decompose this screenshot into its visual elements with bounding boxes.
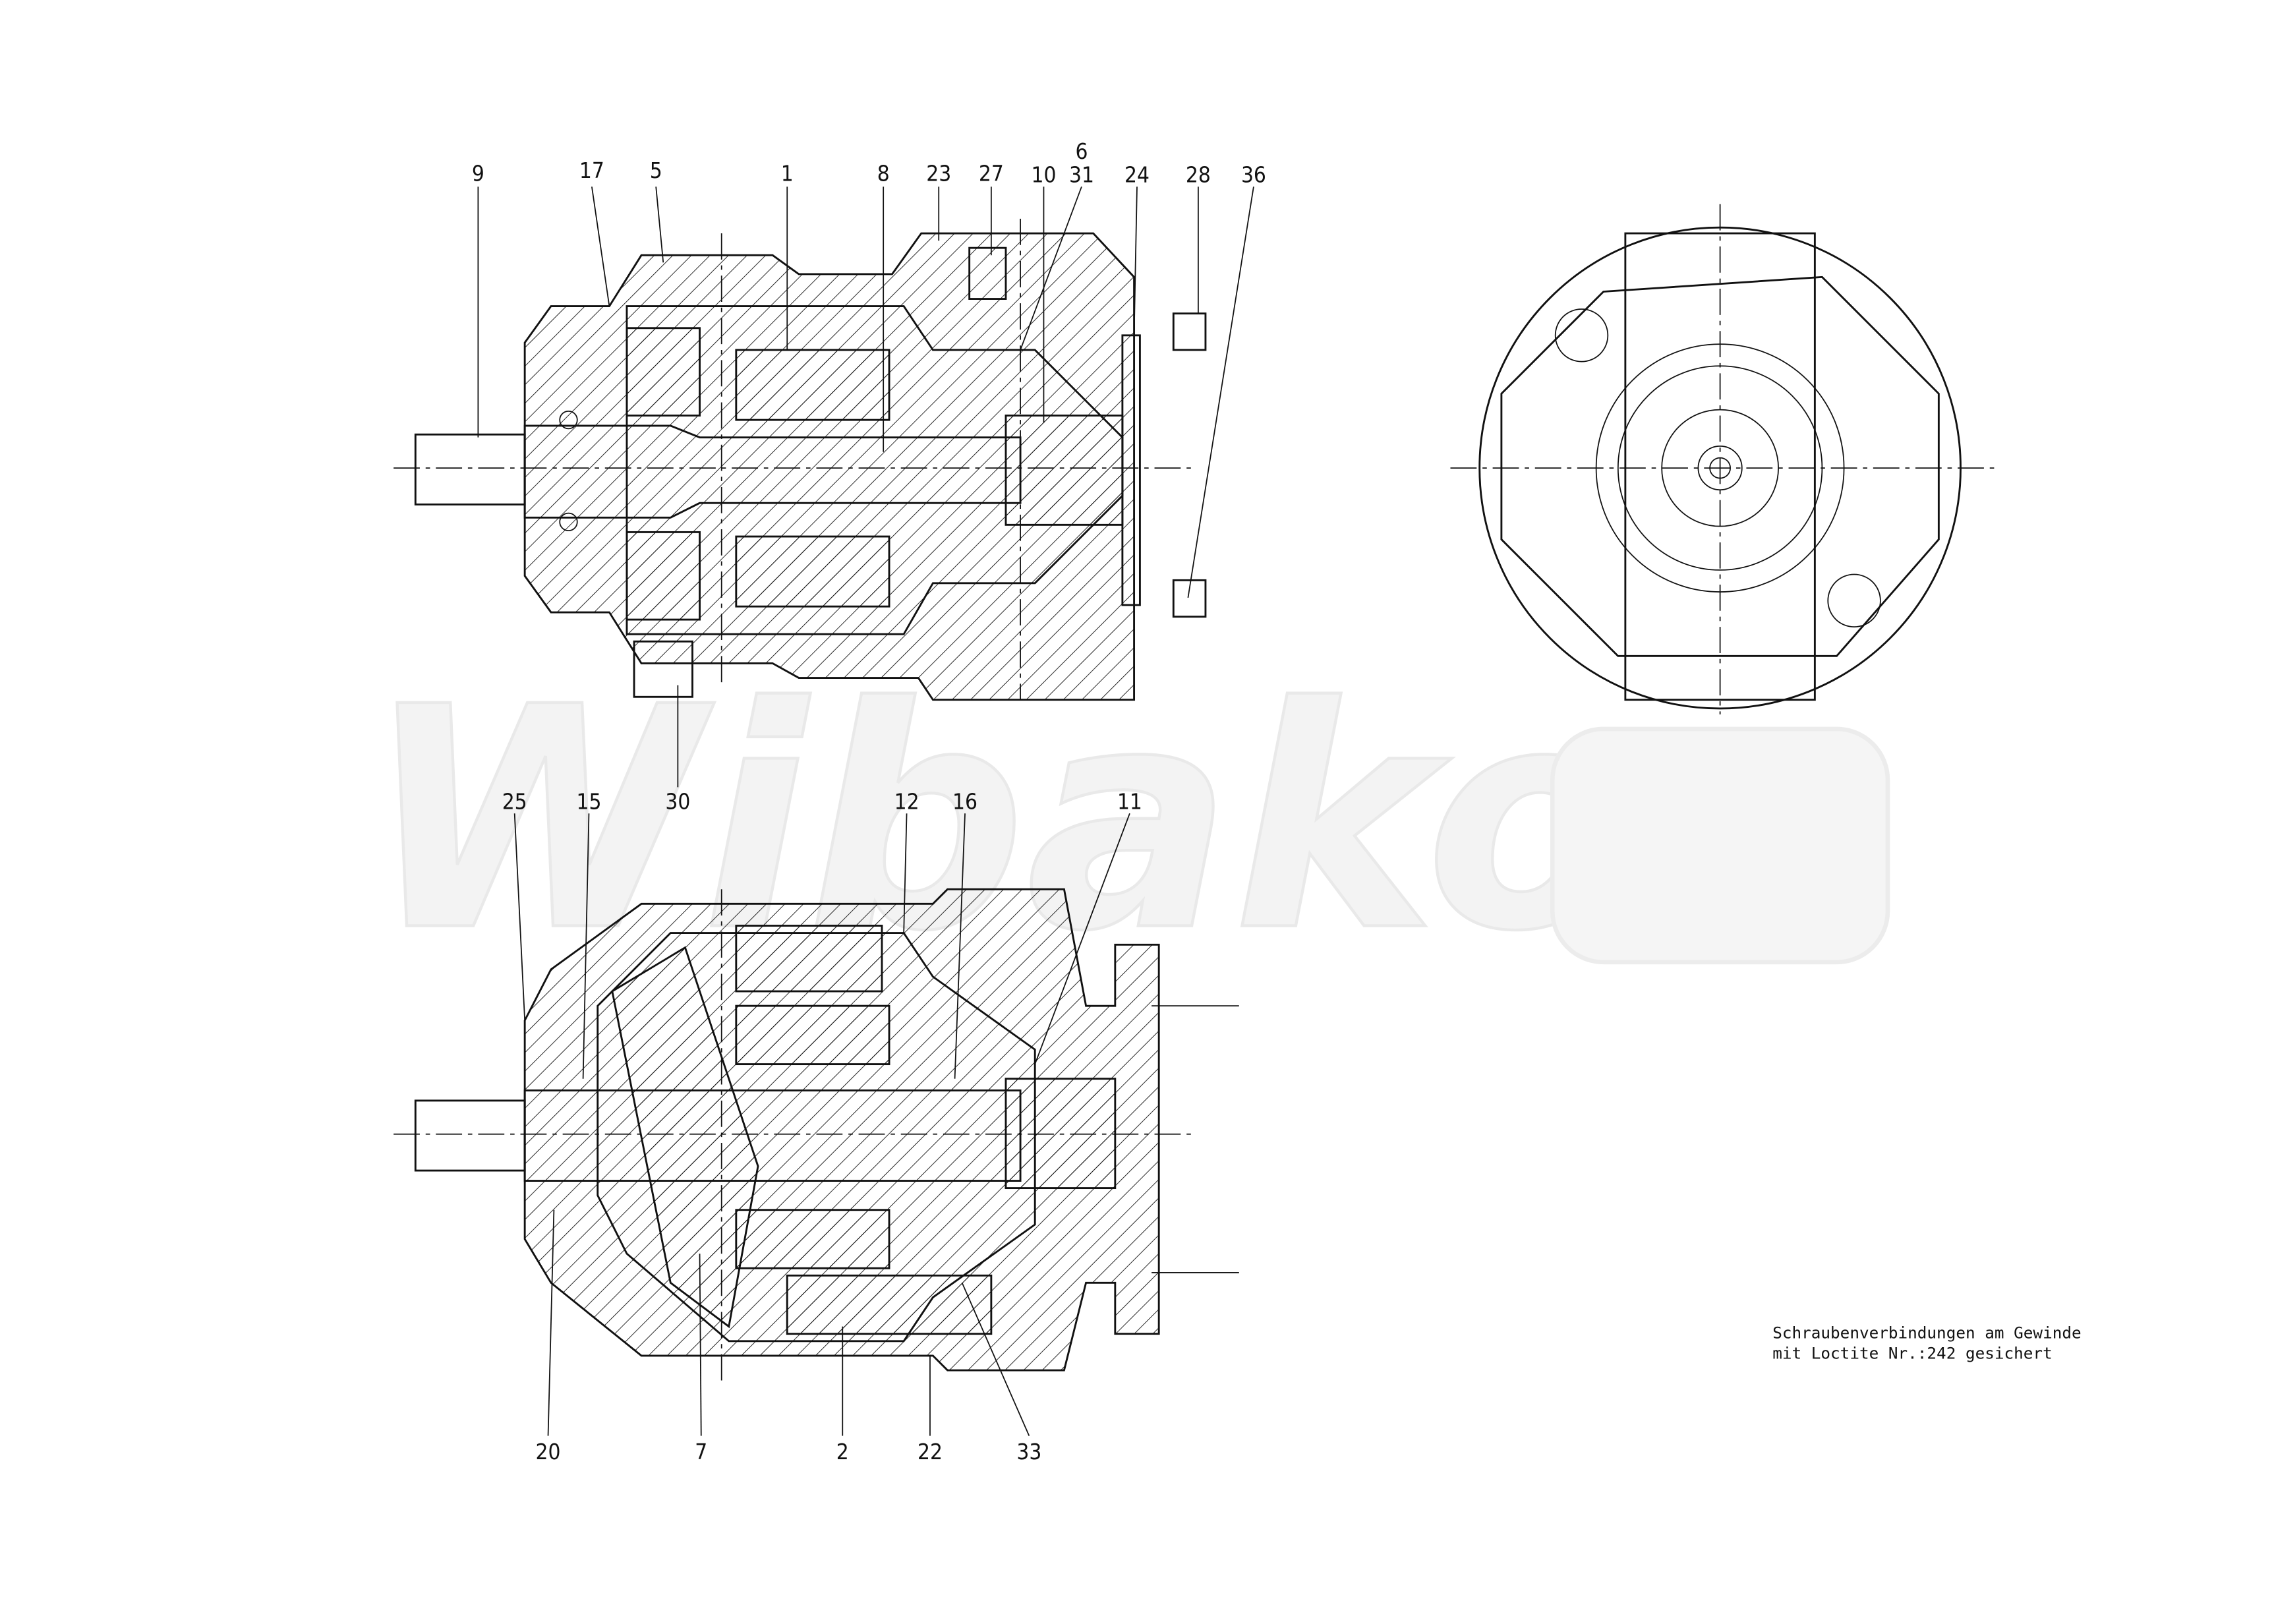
note-line-1: Schraubenverbindungen am Gewinde xyxy=(1772,1323,2081,1342)
callout-8: 8 xyxy=(877,160,890,186)
callout-11: 11 xyxy=(1117,789,1142,815)
callout-31: 31 xyxy=(1069,162,1094,188)
callout-25: 25 xyxy=(502,789,527,815)
callout-24: 24 xyxy=(1124,162,1150,188)
callout-20: 20 xyxy=(536,1439,561,1464)
callout-1: 1 xyxy=(781,160,794,186)
callout-9: 9 xyxy=(472,160,484,186)
callout-28: 28 xyxy=(1186,162,1211,188)
callout-30: 30 xyxy=(665,789,690,815)
watermark-logo xyxy=(1550,726,1890,965)
callout-6: 6 xyxy=(1075,138,1088,164)
callout-36: 36 xyxy=(1241,162,1266,188)
callout-17: 17 xyxy=(579,158,604,183)
callout-10: 10 xyxy=(1031,162,1056,188)
callout-12: 12 xyxy=(894,789,919,815)
top-section-view xyxy=(394,218,1207,701)
callout-2: 2 xyxy=(836,1439,849,1464)
callout-33: 33 xyxy=(1016,1439,1041,1464)
bottom-view-callouts: 25 15 12 16 11 20 7 2 22 33 xyxy=(502,789,1142,1464)
callout-15: 15 xyxy=(576,789,601,815)
end-view xyxy=(1450,204,1997,714)
callout-5: 5 xyxy=(650,158,662,183)
callout-22: 22 xyxy=(918,1439,943,1464)
leader-lines xyxy=(477,186,1254,1436)
callout-16: 16 xyxy=(952,789,977,815)
note-line-2: mit Loctite Nr.:242 gesichert xyxy=(1772,1343,2052,1362)
callout-27: 27 xyxy=(979,160,1004,186)
callout-7: 7 xyxy=(695,1439,707,1464)
callout-23: 23 xyxy=(926,160,951,186)
bottom-section-view xyxy=(394,888,1239,1385)
top-view-callouts: 9 17 5 1 8 23 27 10 6 31 24 28 36 30 xyxy=(472,138,1266,814)
